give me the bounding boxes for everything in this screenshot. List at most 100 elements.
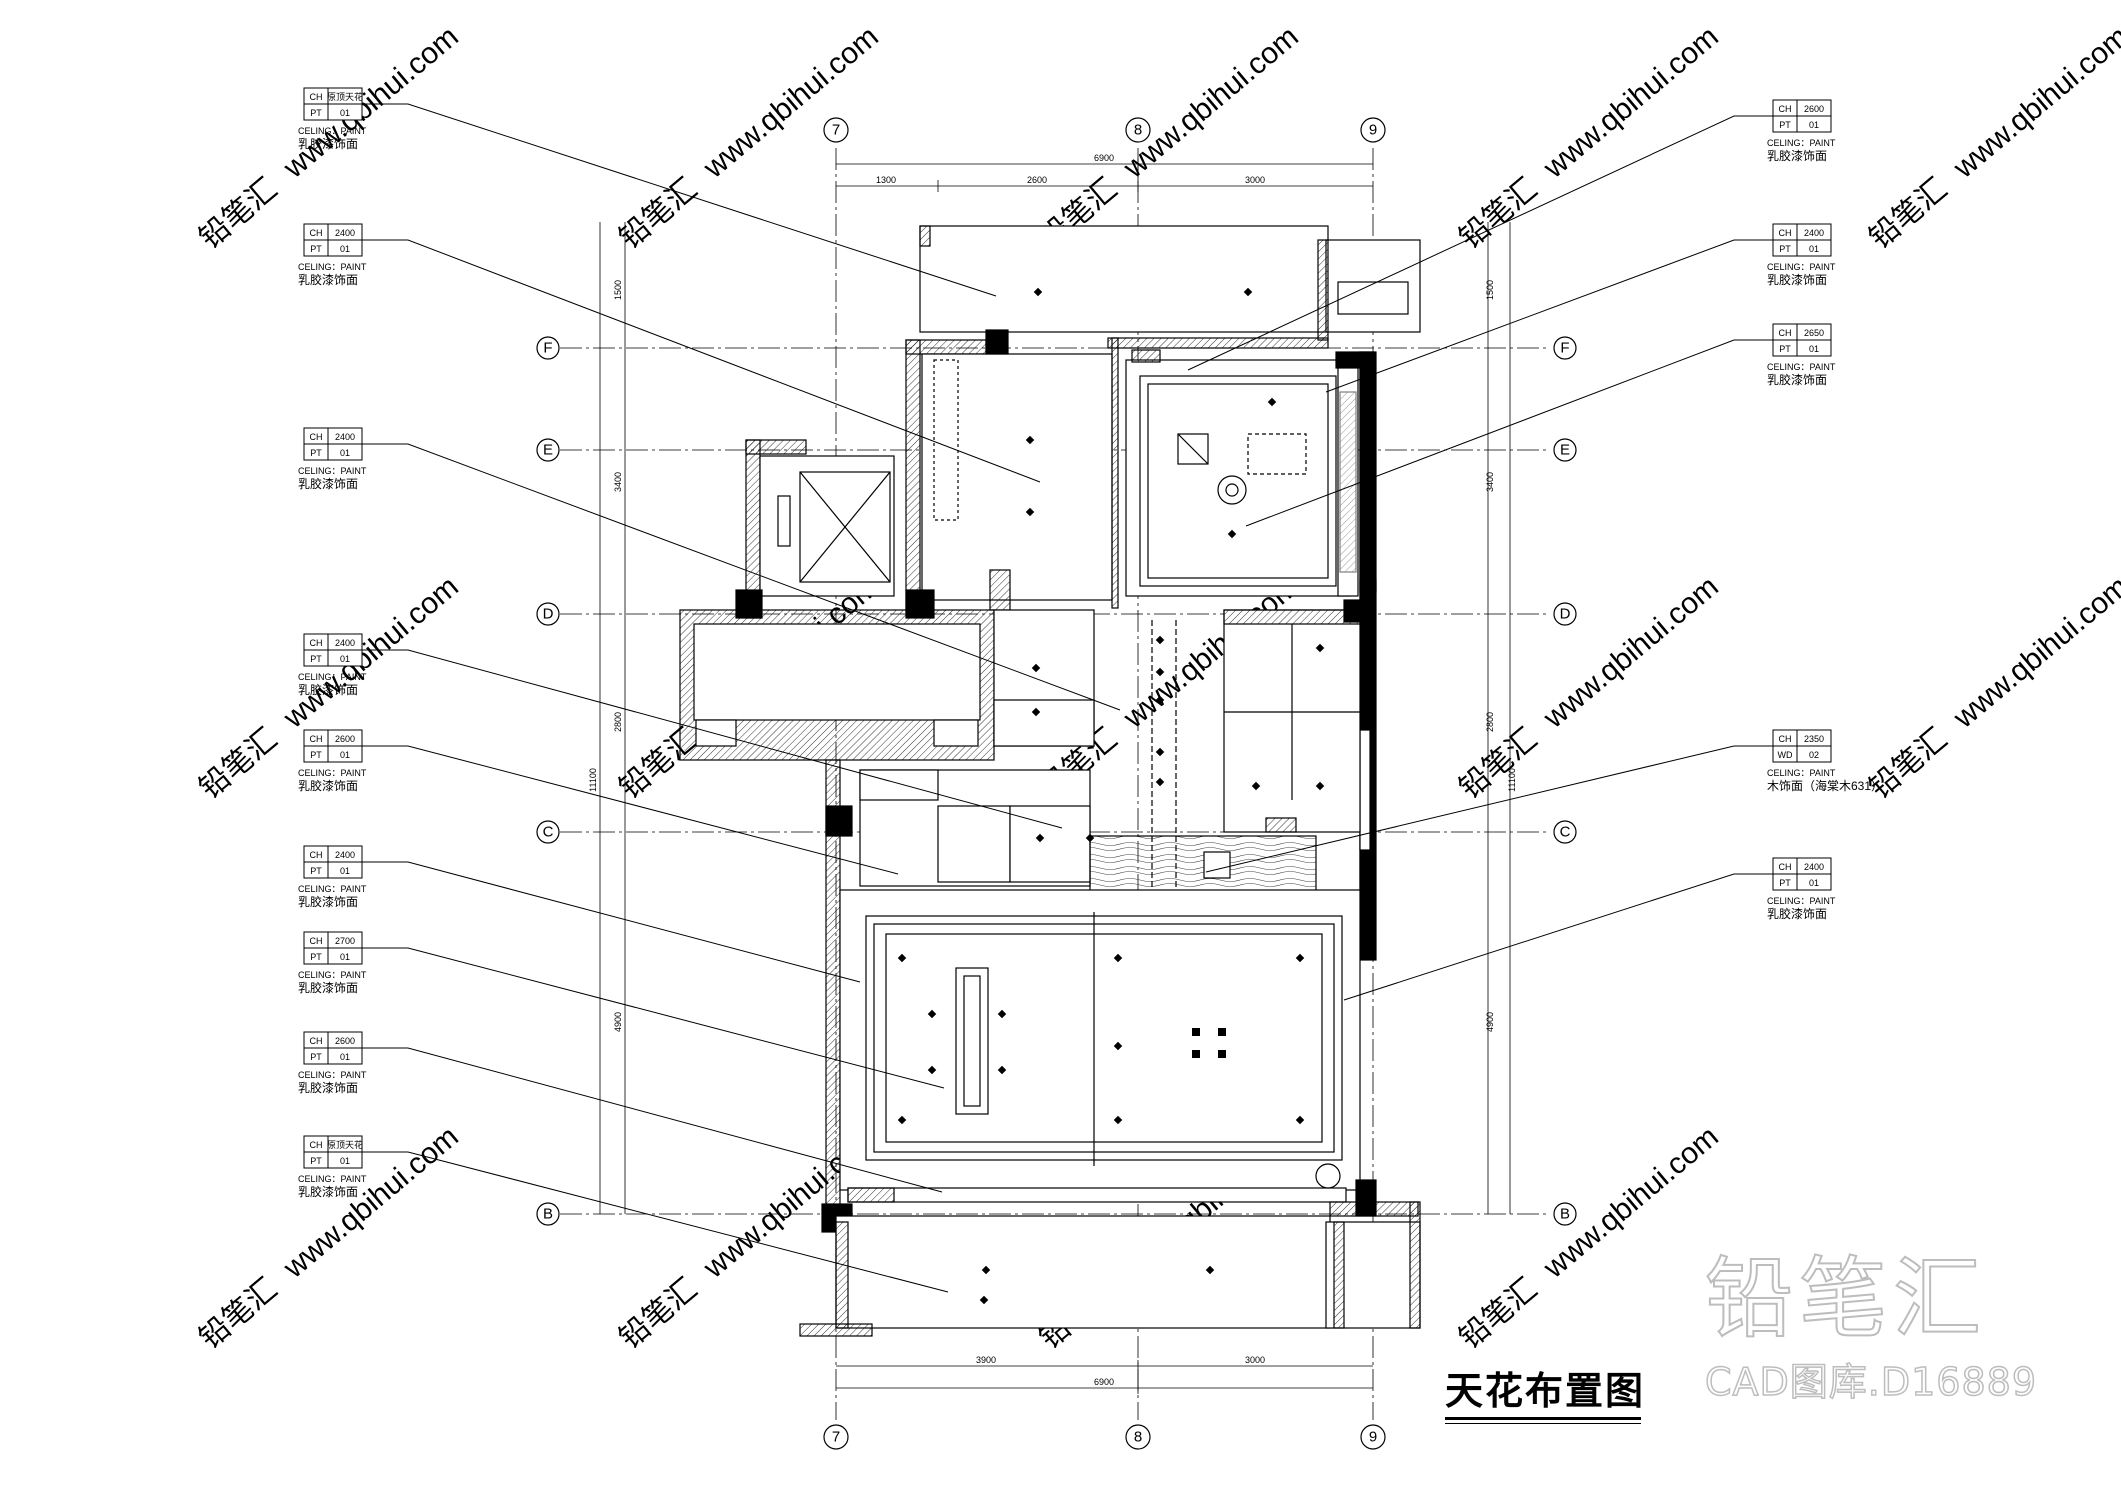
- downlight-icon: [1085, 833, 1095, 843]
- label-ch-key: CH: [310, 1140, 323, 1150]
- label-material-cn: 乳胶漆饰面: [298, 778, 358, 793]
- label-material-cn: 乳胶漆饰面: [1767, 906, 1827, 921]
- downlight-icon: [1267, 397, 1277, 407]
- watermark-url: www.qbihui.com: [1947, 570, 2121, 735]
- leader-line: [362, 1151, 949, 1293]
- label-material-cn: 乳胶漆饰面: [298, 682, 358, 697]
- label-pt-value: 01: [340, 750, 350, 760]
- grid-col-9-top: 9: [1369, 122, 1377, 139]
- grid-row-F-left: F: [543, 340, 552, 357]
- label-pt-key: PT: [1779, 244, 1791, 254]
- label-pt-value: 01: [340, 866, 350, 876]
- label-material-en: CELING：PAINT: [298, 768, 367, 778]
- dim-right-seg-3: 2800: [1485, 712, 1495, 732]
- label-ch-key: CH: [310, 638, 323, 648]
- watermark-brand: 铅笔汇: [193, 722, 283, 805]
- label-material-cn: 乳胶漆饰面: [1767, 148, 1827, 163]
- leader-line: [1205, 745, 1773, 873]
- downlight-icon: [997, 1065, 1007, 1075]
- label-material-en: CELING：PAINT: [298, 884, 367, 894]
- grid-bubble-8-bottom: [1125, 1424, 1151, 1450]
- downlight-icon: [1205, 1265, 1215, 1275]
- label-material-en: CELING：PAINT: [298, 970, 367, 980]
- downlight-icon: [927, 1009, 937, 1019]
- downlight-icon: [1155, 695, 1165, 705]
- leader-line: [362, 1047, 943, 1193]
- label-material-cn: 乳胶漆饰面: [298, 272, 358, 287]
- label-pt-value: 01: [1809, 120, 1819, 130]
- downlight-icon: [1315, 781, 1325, 791]
- grid-col-8-top: 8: [1134, 122, 1142, 139]
- dim-top-seg-2: 2600: [1027, 175, 1047, 185]
- grid-row-B-left: B: [543, 1206, 553, 1223]
- watermark-brand: 铅笔汇: [1453, 172, 1543, 255]
- leader-line: [1187, 115, 1773, 371]
- spotlight-icon: [1192, 1050, 1200, 1058]
- downlight-icon: [1113, 1115, 1123, 1125]
- label-ch-value: 2350: [1804, 734, 1824, 744]
- label-material-en: CELING：PAINT: [1767, 262, 1836, 272]
- label-pt-key: PT: [310, 750, 322, 760]
- label-ch-key: CH: [1779, 328, 1792, 338]
- label-ch-value: 原顶天花: [327, 91, 363, 102]
- label-ch-key: CH: [310, 850, 323, 860]
- label-ch-key: CH: [1779, 862, 1792, 872]
- grid-bubble-9-top: [1360, 117, 1386, 143]
- label-material-en: CELING：PAINT: [1767, 362, 1836, 372]
- label-pt-key: PT: [310, 1052, 322, 1062]
- grid-col-8-bottom: 8: [1134, 1429, 1142, 1446]
- dim-left-seg-3: 2800: [613, 712, 623, 732]
- dim-left-total: 11100: [588, 768, 598, 792]
- label-material-cn: 乳胶漆饰面: [298, 894, 358, 909]
- label-pt-key: PT: [310, 108, 322, 118]
- label-ch-value: 原顶天花: [327, 1139, 363, 1150]
- watermark-brand: 铅笔汇: [613, 1272, 703, 1355]
- label-material-cn: 乳胶漆饰面: [1767, 372, 1827, 387]
- spotlight-icon: [1218, 1050, 1226, 1058]
- label-ch-key: CH: [1779, 104, 1792, 114]
- downlight-icon: [979, 1295, 989, 1305]
- drawing-title-block: 天花布置图: [1445, 1360, 1645, 1424]
- leader-line: [362, 103, 997, 297]
- label-pt-value: 01: [1809, 344, 1819, 354]
- grid-bubble-7-bottom: [823, 1424, 849, 1450]
- grid-bubble-8-top: [1125, 117, 1151, 143]
- watermark-brand: 铅笔汇: [1453, 1272, 1543, 1355]
- leader-line: [362, 947, 945, 1089]
- dim-left-seg-2: 3400: [613, 472, 623, 492]
- label-ch-value: 2400: [335, 432, 355, 442]
- label-material-en: CELING：PAINT: [298, 672, 367, 682]
- label-material-cn: 乳胶漆饰面: [298, 476, 358, 491]
- leader-line: [362, 443, 1121, 711]
- label-pt-value: 01: [340, 952, 350, 962]
- label-material-en: CELING：PAINT: [298, 262, 367, 272]
- dim-top-seg-1: 1300: [876, 175, 896, 185]
- downlight-icon: [1251, 781, 1261, 791]
- label-pt-value: 01: [340, 1156, 350, 1166]
- downlight-icon: [927, 1065, 937, 1075]
- downlight-icon: [897, 953, 907, 963]
- downlight-icon: [1315, 643, 1325, 653]
- label-ch-value: 2600: [1804, 104, 1824, 114]
- label-ch-value: 2650: [1804, 328, 1824, 338]
- label-ch-key: CH: [310, 1036, 323, 1046]
- label-material-cn: 乳胶漆饰面: [298, 1080, 358, 1095]
- label-pt-key: PT: [310, 866, 322, 876]
- watermark-url: www.qbihui.com: [1537, 20, 1725, 185]
- label-material-cn: 乳胶漆饰面: [1767, 272, 1827, 287]
- label-material-en: CELING：PAINT: [298, 1174, 367, 1184]
- grid-col-9-bottom: 9: [1369, 1429, 1377, 1446]
- grid-bubble-C-left: [536, 820, 560, 844]
- label-ch-value: 2400: [335, 850, 355, 860]
- label-ch-value: 2600: [335, 1036, 355, 1046]
- grid-bubble-F-left: [536, 336, 560, 360]
- label-pt-value: 01: [340, 244, 350, 254]
- label-material-cn: 乳胶漆饰面: [298, 136, 358, 151]
